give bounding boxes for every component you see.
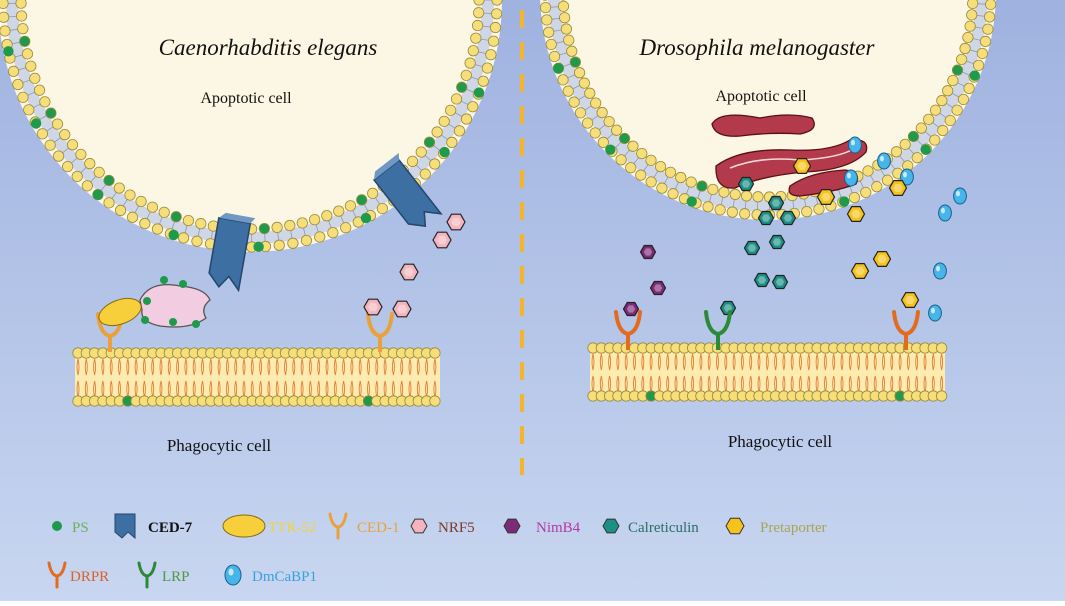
ps-dot	[179, 280, 187, 288]
right-ps-dot	[687, 196, 697, 206]
nrf5-hexagon	[400, 264, 418, 280]
legend-label-nrf5: NRF5	[438, 520, 475, 536]
nimb4-hexagon	[641, 246, 656, 259]
right-ps-dot	[839, 196, 849, 206]
right-ps-dot	[920, 144, 930, 154]
pretaporter-hexagon	[890, 181, 907, 196]
dmcabp1-droplet	[954, 188, 967, 204]
legend-label-ttr-52: TTR-52	[268, 520, 316, 536]
pretaporter-hexagon	[818, 190, 835, 205]
teal-hexagon-icon	[603, 519, 619, 533]
left-ps-dot	[93, 189, 103, 199]
purple-hexagon-icon	[504, 519, 520, 533]
dmcabp1-droplet	[878, 153, 891, 169]
nimb4-hexagon	[651, 282, 666, 295]
calreticulin-hexagon	[773, 276, 788, 289]
ced7-transporter-icon	[115, 514, 135, 538]
calreticulin-hexagon	[769, 197, 784, 210]
ps-dot	[192, 320, 200, 328]
left-ps-dot	[253, 242, 263, 252]
legend-label-pretaporter: Pretaporter	[760, 520, 827, 536]
right-ps-dot	[605, 144, 615, 154]
legend-label-ps: PS	[72, 520, 89, 536]
dmcabp1-droplet	[929, 305, 942, 321]
legend-label-ced-1: CED-1	[357, 520, 400, 536]
left-ps-dot	[168, 230, 178, 240]
pretaporter-hexagon	[874, 252, 891, 267]
left-phagocytic-membrane	[73, 348, 440, 406]
left-ps-dot	[3, 46, 13, 56]
right-phagocytic-label: Phagocytic cell	[728, 432, 833, 451]
left-ps-dot	[361, 213, 371, 223]
left-ps-dot	[474, 87, 484, 97]
ps-dot	[169, 318, 177, 326]
calreticulin-hexagon	[759, 212, 774, 225]
mitochondrion-1	[712, 115, 814, 136]
right-ps-dot	[553, 63, 563, 73]
nrf5-hexagon	[364, 299, 382, 315]
calreticulin-hexagon	[770, 236, 785, 249]
left-phagocytic-label: Phagocytic cell	[167, 436, 272, 455]
ps-dot	[160, 276, 168, 284]
ps-dot	[143, 297, 151, 305]
dmcabp1-droplet	[845, 170, 858, 186]
legend-label-lrp: LRP	[162, 569, 190, 585]
green-dot-icon	[52, 521, 62, 531]
pretaporter-hexagon	[848, 207, 865, 222]
legend-label-calreticulin: Calreticulin	[628, 520, 699, 536]
legend-label-nimb4: NimB4	[536, 520, 581, 536]
dmcabp1-droplet	[934, 263, 947, 279]
pretaporter-hexagon	[902, 293, 919, 308]
dmcabp1-droplet	[849, 137, 862, 153]
legend-label-dmcabp1: DmCaBP1	[252, 569, 317, 585]
calreticulin-hexagon	[781, 212, 796, 225]
dmcabp1-droplet	[939, 205, 952, 221]
calreticulin-hexagon	[755, 274, 770, 287]
left-panel-title: Caenorhabditis elegans	[159, 35, 378, 60]
nrf5-hexagon	[447, 214, 465, 230]
ps-dot	[141, 316, 149, 324]
orange-hexagon-icon	[726, 518, 744, 534]
pretaporter-hexagon	[852, 264, 869, 279]
right-phagocytic-membrane	[588, 343, 947, 401]
nrf5-hexagon	[433, 232, 451, 248]
right-panel-title: Drosophila melanogaster	[639, 35, 876, 60]
calreticulin-hexagon	[745, 242, 760, 255]
left-ps-dot	[31, 118, 41, 128]
nrf5-hexagon	[393, 301, 411, 317]
right-ps-dot	[970, 70, 980, 80]
left-ps-dot	[439, 147, 449, 157]
pink-hexagon-icon	[411, 519, 427, 533]
pretaporter-hexagon	[794, 159, 811, 174]
nimb4-hexagon	[624, 303, 639, 316]
legend-label-drpr: DRPR	[70, 569, 109, 585]
left-apoptotic-label: Apoptotic cell	[200, 90, 292, 107]
right-apoptotic-label: Apoptotic cell	[715, 88, 807, 105]
calreticulin-hexagon	[739, 178, 754, 191]
yellow-ellipse-icon	[223, 515, 265, 537]
blue-droplet-icon	[225, 565, 241, 585]
legend-label-ced-7: CED-7	[148, 520, 193, 536]
